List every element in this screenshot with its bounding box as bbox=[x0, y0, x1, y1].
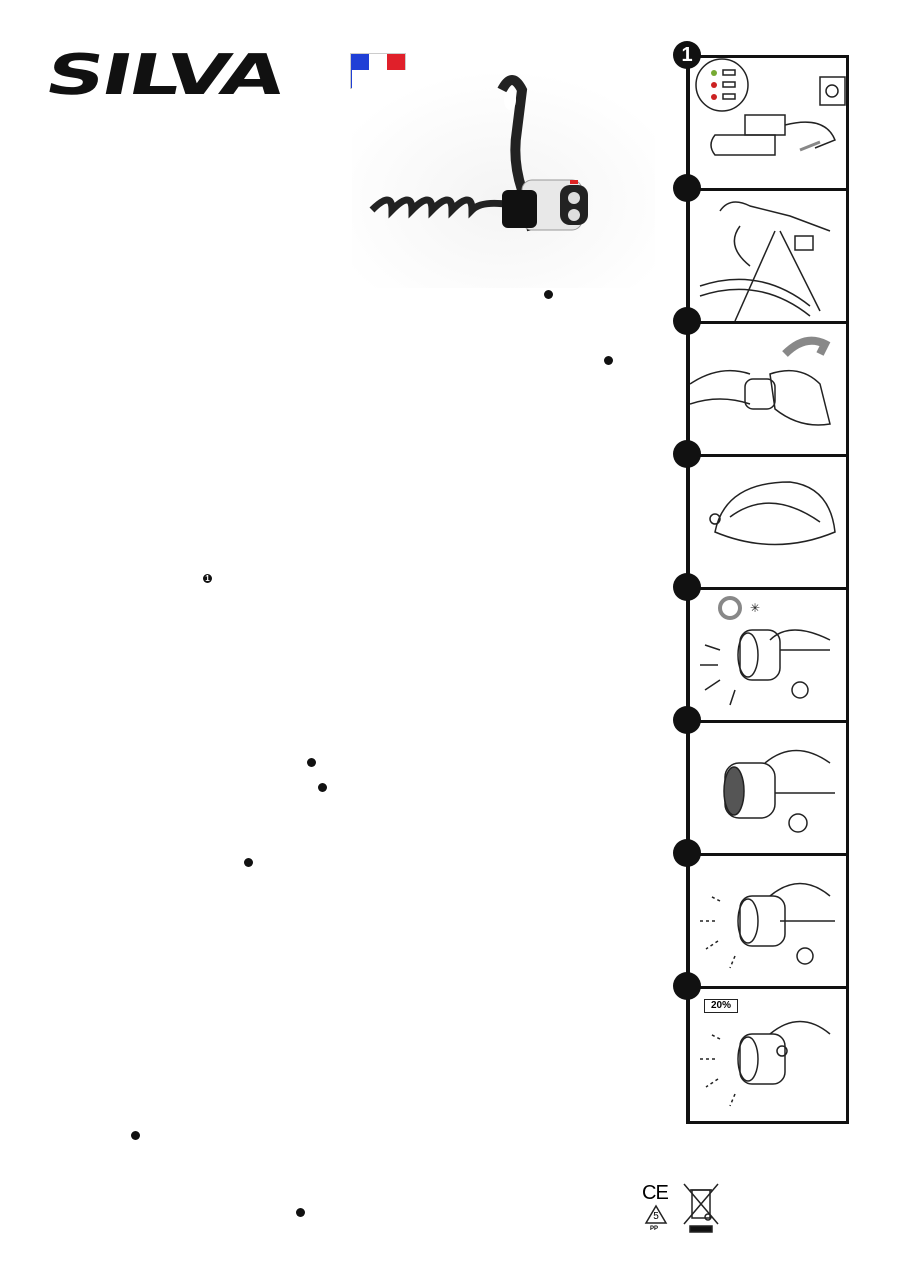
battery-warning-icon bbox=[700, 1020, 831, 1107]
silva-logo: SILVA bbox=[39, 43, 288, 108]
step-number bbox=[673, 573, 701, 601]
step-ref-dot: 1 bbox=[203, 574, 212, 583]
step-ref-dot bbox=[604, 356, 613, 365]
ce-mark: CE bbox=[642, 1182, 669, 1204]
recycle-icon bbox=[644, 1204, 668, 1224]
step-ref-dot bbox=[296, 1208, 305, 1217]
step-number bbox=[673, 972, 701, 1000]
product-photo bbox=[352, 70, 655, 288]
svg-text:✳: ✳ bbox=[750, 601, 760, 615]
mode-cycle-icon: ✳ bbox=[700, 596, 831, 706]
step-number bbox=[673, 440, 701, 468]
step-number bbox=[673, 839, 701, 867]
weee-bin-icon bbox=[683, 1183, 719, 1233]
step-3-attach bbox=[673, 307, 846, 457]
step-6-press bbox=[673, 706, 846, 856]
attach-lamp-icon bbox=[689, 336, 831, 426]
step-number: 1 bbox=[673, 41, 701, 69]
charging-icon bbox=[695, 58, 846, 156]
step-number bbox=[673, 706, 701, 734]
step-1-charging: 1 bbox=[673, 41, 846, 188]
step-number bbox=[673, 174, 701, 202]
step-ref-dot bbox=[318, 783, 327, 792]
helmet-mount-icon bbox=[709, 481, 836, 546]
recycle-number: 5 bbox=[653, 1211, 659, 1222]
step-2-handlebar bbox=[673, 174, 846, 324]
instruction-steps: 1 bbox=[673, 41, 849, 1124]
step-ref-dot bbox=[307, 758, 316, 767]
handlebar-mount-icon bbox=[699, 201, 831, 322]
compliance-marks: CE 5 PP bbox=[640, 1180, 730, 1240]
step-5-modes: ✳ bbox=[673, 573, 846, 723]
press-button-icon bbox=[723, 749, 835, 833]
battery-indicator: 20% bbox=[704, 999, 738, 1013]
recycle-material: PP bbox=[650, 1226, 659, 1232]
step-8-battery: 20% bbox=[673, 972, 846, 1122]
step-ref-dot bbox=[244, 858, 253, 867]
step-7-hold bbox=[673, 839, 846, 989]
hold-button-icon bbox=[700, 882, 835, 969]
step-ref-dot bbox=[131, 1131, 140, 1140]
step-4-helmet bbox=[673, 440, 846, 590]
step-ref-dot bbox=[544, 290, 553, 299]
step-number bbox=[673, 307, 701, 335]
